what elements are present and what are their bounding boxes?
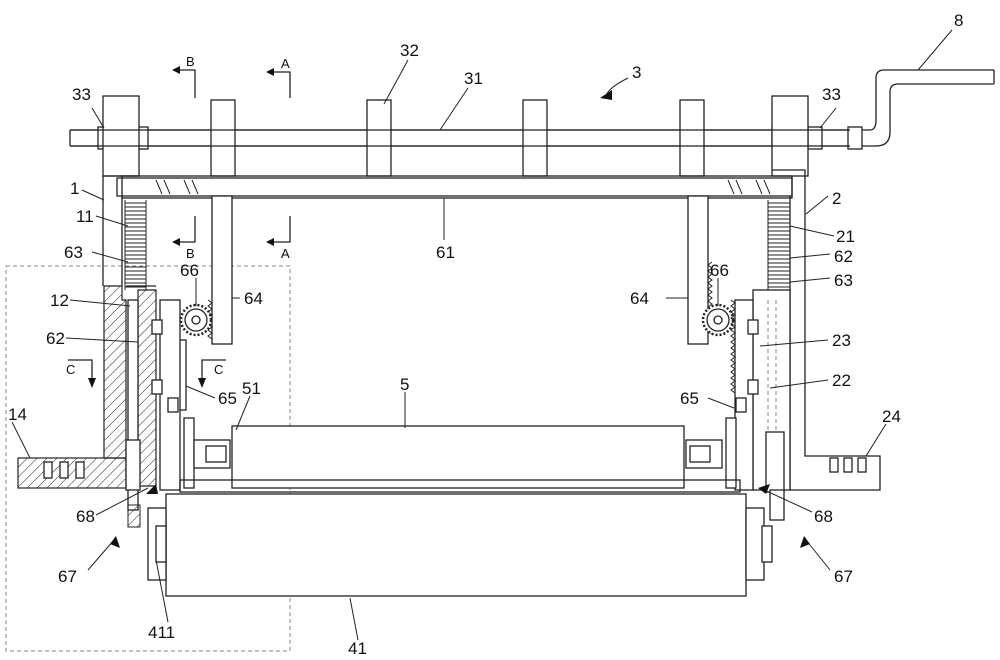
left-bearing-block xyxy=(102,95,140,177)
section-markers xyxy=(68,66,291,388)
label-14: 14 xyxy=(8,405,27,424)
label-32: 32 xyxy=(400,41,419,60)
label-67-right: 67 xyxy=(834,567,853,586)
label-5: 5 xyxy=(400,375,409,394)
crossbar-springs xyxy=(155,179,771,195)
section-c-left: C xyxy=(66,362,75,377)
label-63-left: 63 xyxy=(64,243,83,262)
label-62-right: 62 xyxy=(834,247,853,266)
lower-roller xyxy=(147,493,773,597)
label-2: 2 xyxy=(832,189,841,208)
label-66-left: 66 xyxy=(180,261,199,280)
left-spring xyxy=(124,200,147,290)
label-68-right-arrow xyxy=(758,484,770,494)
section-c-right: C xyxy=(214,362,223,377)
label-11: 11 xyxy=(76,207,94,226)
label-62-left: 62 xyxy=(46,329,65,348)
left-housing xyxy=(17,285,157,528)
label-31: 31 xyxy=(464,69,483,88)
label-8: 8 xyxy=(954,11,963,30)
label-3-arrow xyxy=(600,90,612,100)
label-411: 411 xyxy=(148,623,175,642)
label-67-right-arrow xyxy=(800,536,810,548)
section-b-bottom: B xyxy=(186,246,195,261)
label-41: 41 xyxy=(348,639,367,658)
label-21: 21 xyxy=(836,227,855,246)
label-3: 3 xyxy=(632,63,641,82)
label-12: 12 xyxy=(50,291,69,310)
section-a-bottom: A xyxy=(281,246,290,261)
left-toothed-bar xyxy=(151,299,187,491)
reference-numerals: 33 33 32 31 3 8 1 11 63 12 62 14 61 2 21… xyxy=(8,11,963,658)
label-67-left-arrow xyxy=(110,536,120,548)
right-toothed-bar xyxy=(730,299,759,491)
right-spring xyxy=(767,200,791,290)
right-bearing-block xyxy=(771,95,809,177)
label-22: 22 xyxy=(832,371,851,390)
label-23: 23 xyxy=(832,331,851,350)
cams xyxy=(210,99,705,177)
label-68-right: 68 xyxy=(814,507,833,526)
left-gear xyxy=(179,303,213,337)
leader-lines xyxy=(11,29,953,641)
section-a-top: A xyxy=(281,56,290,71)
label-65-right: 65 xyxy=(680,389,699,408)
crossbar xyxy=(116,177,793,197)
label-33-right: 33 xyxy=(822,85,841,104)
label-33-left: 33 xyxy=(72,85,91,104)
label-1: 1 xyxy=(70,179,79,198)
section-b-top: B xyxy=(186,54,195,69)
right-rack xyxy=(687,195,713,345)
section-letters: B A B A C C xyxy=(66,54,290,377)
label-24: 24 xyxy=(882,407,901,426)
crank-handle xyxy=(847,69,995,150)
label-68-left-arrow xyxy=(146,484,158,494)
label-64-right: 64 xyxy=(630,289,649,308)
upper-roller xyxy=(179,417,741,493)
label-64-left: 64 xyxy=(244,289,263,308)
left-rack xyxy=(207,195,233,345)
right-housing xyxy=(752,289,867,521)
label-65-left: 65 xyxy=(218,389,237,408)
label-51: 51 xyxy=(242,379,261,398)
label-66-right: 66 xyxy=(710,261,729,280)
label-63-right: 63 xyxy=(834,271,853,290)
label-61: 61 xyxy=(436,243,455,262)
right-gear xyxy=(701,303,735,337)
label-68-left: 68 xyxy=(76,507,95,526)
label-67-left: 67 xyxy=(58,567,77,586)
